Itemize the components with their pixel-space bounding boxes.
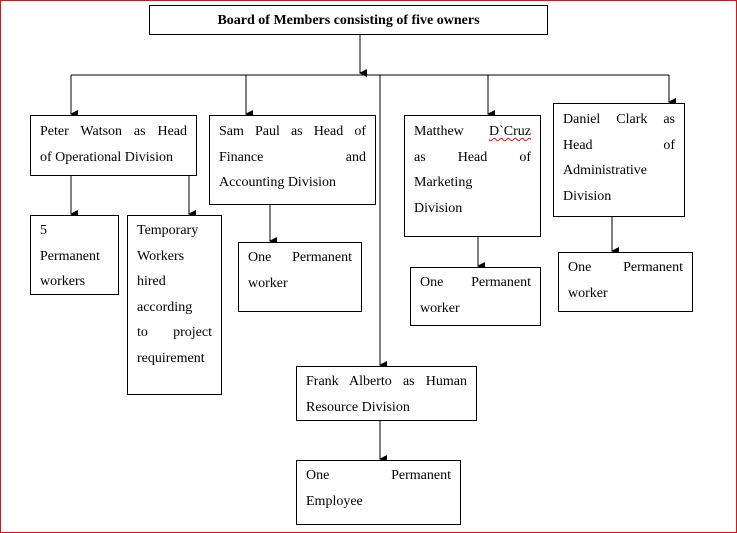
administrative-line-1: Daniel Clark as — [563, 112, 675, 127]
board-title: Board of Members consisting of five owne… — [217, 13, 480, 28]
administrative-line-4: Division — [563, 188, 612, 204]
finance-worker-line-2: worker — [248, 275, 288, 291]
administrative-line-2: Head of — [563, 137, 675, 153]
marketing-line-3: Marketing — [414, 175, 473, 190]
administrative-line-3: Administrative — [563, 163, 647, 178]
temporary-workers-line-2: Workers — [137, 248, 185, 264]
administrative-division-box: Daniel Clark as Head of Administrative D… — [553, 103, 685, 217]
operational-line-2: of Operational Division — [40, 149, 173, 165]
finance-line-2: Finance and — [219, 149, 366, 165]
permanent-workers-line-3: workers — [40, 274, 86, 289]
human-resource-employee-line-1: One Permanent — [306, 468, 451, 483]
administrative-worker-line-1: One Permanent — [568, 260, 683, 275]
finance-line-3: Accounting Division — [219, 175, 337, 190]
board-box: Board of Members consisting of five owne… — [149, 5, 548, 35]
marketing-division-box: Matthew D`Cruz as Head of Marketing Divi… — [404, 115, 541, 237]
permanent-workers-line-2: Permanent — [40, 248, 100, 264]
permanent-workers-box: 5 Permanent workers — [30, 215, 119, 295]
marketing-line-2: as Head of — [414, 149, 531, 165]
operational-line-1: Peter Watson as Head — [40, 124, 187, 139]
temporary-workers-box: Temporary Workers hired according to pro… — [127, 215, 222, 395]
temporary-workers-line-3: hired — [137, 274, 166, 289]
operational-division-box: Peter Watson as Head of Operational Divi… — [30, 115, 197, 176]
temporary-workers-line-4: according — [137, 299, 193, 315]
marketing-name: Matthew — [414, 124, 464, 139]
temporary-workers-line-5: to project — [137, 325, 212, 340]
finance-line-1: Sam Paul as Head of — [219, 124, 366, 139]
temporary-workers-line-6: requirement — [137, 350, 205, 366]
human-resource-division-box: Frank Alberto as Human Resource Division — [296, 366, 477, 421]
permanent-workers-line-1: 5 — [40, 223, 47, 238]
human-resource-employee-box: One Permanent Employee — [296, 460, 461, 525]
human-resource-line-2: Resource Division — [306, 399, 410, 415]
marketing-surname: D`Cruz — [489, 124, 531, 139]
finance-worker-line-1: One Permanent — [248, 250, 352, 265]
administrative-worker-box: One Permanent worker — [558, 252, 693, 312]
human-resource-employee-line-2: Employee — [306, 493, 363, 509]
marketing-line-1: Matthew D`Cruz — [414, 119, 531, 145]
temporary-workers-line-1: Temporary — [137, 223, 199, 238]
finance-worker-box: One Permanent worker — [238, 242, 362, 312]
finance-division-box: Sam Paul as Head of Finance and Accounti… — [209, 115, 376, 205]
marketing-line-4: Division — [414, 200, 463, 216]
marketing-worker-line-1: One Permanent — [420, 275, 531, 290]
administrative-worker-line-2: worker — [568, 285, 608, 301]
marketing-worker-line-2: worker — [420, 300, 460, 316]
marketing-worker-box: One Permanent worker — [410, 267, 541, 326]
human-resource-line-1: Frank Alberto as Human — [306, 374, 467, 389]
